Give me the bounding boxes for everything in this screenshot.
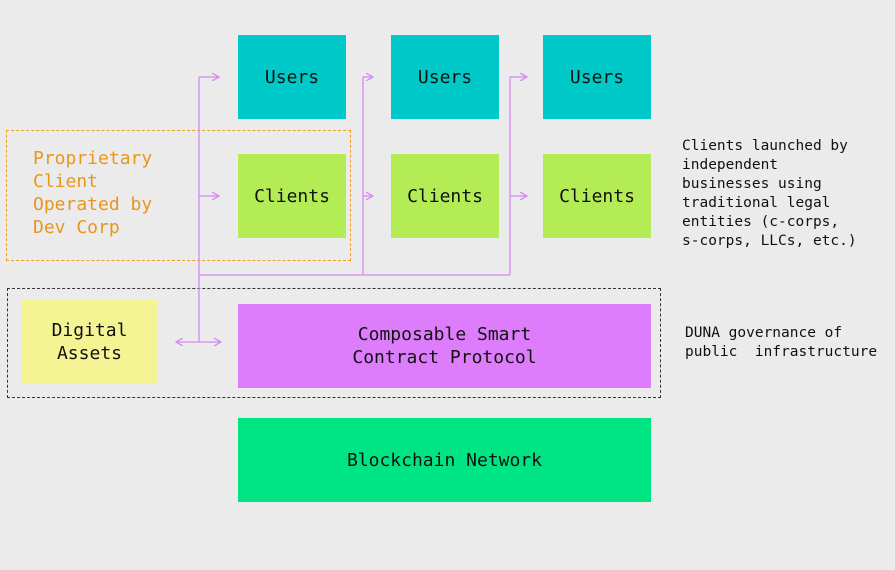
clients-box-3: Clients [543,154,651,238]
blockchain-network-box: Blockchain Network [238,418,651,502]
proprietary-client-group [6,130,351,261]
proprietary-client-label: Proprietary Client Operated by Dev Corp [33,148,153,238]
duna-governance-note: DUNA governance of public infrastructure [685,325,878,360]
digital-assets-box: Digital Assets [21,300,158,384]
clients-box-1: Clients [238,154,346,238]
clients-box-2: Clients [391,154,499,238]
users-box-3: Users [543,35,651,119]
clients-note: Clients launched by independent business… [682,138,857,249]
users-box-1: Users [238,35,346,119]
smart-contract-protocol-box: Composable Smart Contract Protocol [238,304,651,388]
duna-governance-group [7,288,661,398]
users-box-2: Users [391,35,499,119]
